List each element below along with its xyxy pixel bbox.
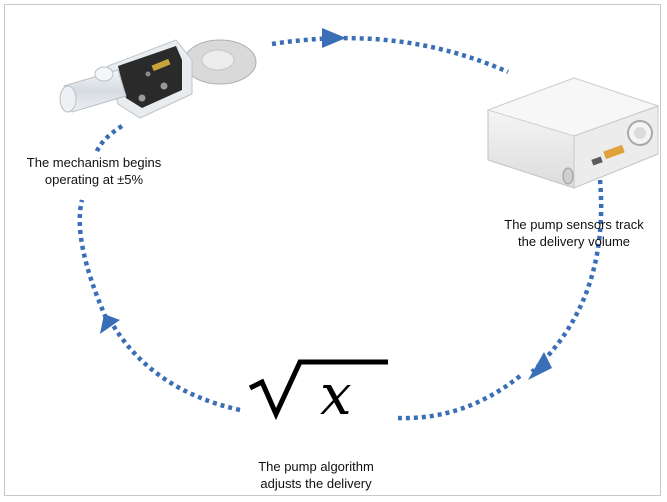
arc-mech-down <box>93 124 124 155</box>
sensors-label-line2: the delivery volume <box>518 234 630 249</box>
arrowhead-left <box>100 314 120 334</box>
sensors-label: The pump sensors track the delivery volu… <box>484 216 664 250</box>
svg-text:x: x <box>320 363 352 428</box>
arc-top <box>271 35 509 75</box>
arrowhead-top <box>322 28 346 48</box>
mechanism-label-line1: The mechanism begins <box>26 155 162 170</box>
algorithm-label-line1: The pump algorithm <box>258 459 374 474</box>
infusion-pump-device-icon <box>486 77 660 189</box>
mechanism-label: The mechanism begins operating at ±5% <box>6 154 182 188</box>
algorithm-label-line2: adjusts the delivery <box>260 476 372 491</box>
sensors-label-line1: The pump sensors track <box>504 217 644 232</box>
arrowhead-right <box>528 352 552 380</box>
pump-mechanism-icon <box>59 39 257 119</box>
mechanism-label-line2: operating at ±5% <box>44 172 144 187</box>
square-root-x-icon: x <box>248 359 388 428</box>
arc-left-upper <box>77 199 109 319</box>
arc-bottom <box>397 374 522 421</box>
algorithm-label: The pump algorithm adjusts the delivery <box>226 458 406 492</box>
arc-left-lower <box>108 318 241 413</box>
arc-right <box>530 179 604 374</box>
